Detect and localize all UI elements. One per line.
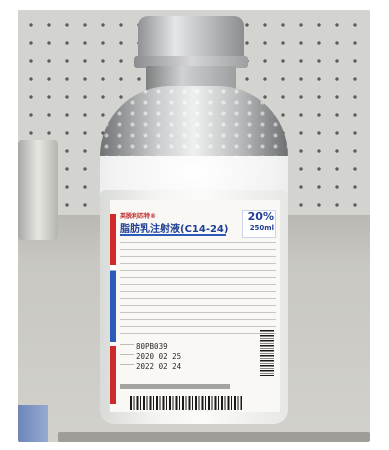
- vertical-barcode-icon: [260, 330, 274, 376]
- brand-name: 英脱利匹特®: [120, 213, 157, 220]
- bottle-cap-ring: [134, 56, 248, 68]
- label-red-stripe: [110, 346, 116, 404]
- expiry-date: 2022 02 24: [136, 362, 182, 371]
- lot-number: 80PB039: [136, 342, 168, 351]
- product-name: 脂肪乳注射液(C14-24): [120, 224, 229, 235]
- bottle-cap: [138, 16, 244, 60]
- manufacture-date: 2020 02 25: [136, 352, 182, 361]
- concentration: 20%: [247, 210, 274, 223]
- background-bottle: [18, 140, 58, 240]
- label-fine-print: [120, 242, 276, 338]
- volume: 250ml: [249, 224, 274, 232]
- name-underline: [120, 234, 226, 236]
- bottle-label: 英脱利匹特® 脂肪乳注射液(C14-24) 20% 250ml 80PB039 …: [110, 200, 280, 412]
- horizontal-barcode-icon: [130, 396, 242, 410]
- manufacturer-name: [120, 384, 230, 389]
- concentration-box: [242, 210, 276, 238]
- batch-field-labels: [120, 344, 134, 370]
- background-blue-object: [18, 405, 48, 442]
- label-color-stripe: [110, 214, 116, 342]
- shelf-tray: [58, 432, 370, 442]
